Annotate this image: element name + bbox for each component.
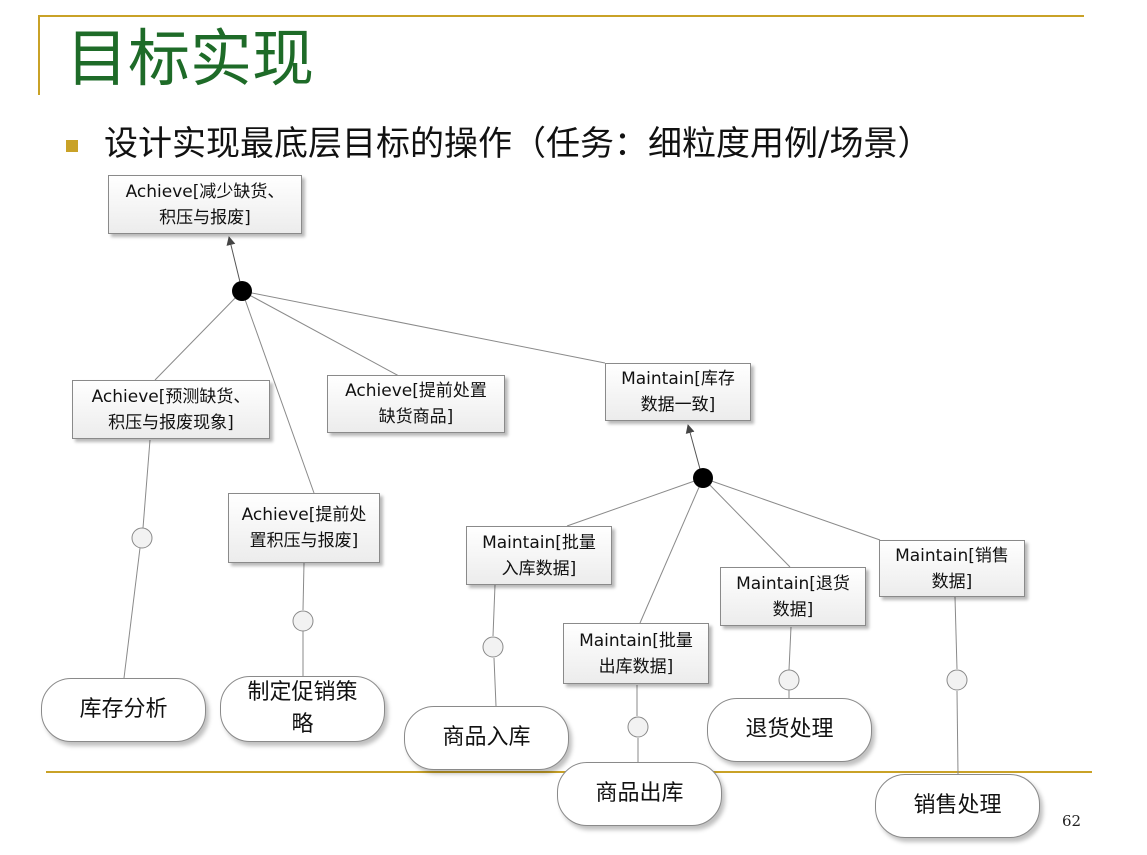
task-label: 销售处理 <box>913 793 1002 818</box>
goal-batch-out: Maintain[批量 出库数据] <box>563 623 709 684</box>
operation-node-sales <box>946 669 968 691</box>
link-and1-backlog <box>241 290 315 494</box>
goal-line: 入库数据] <box>501 558 577 579</box>
link-and2-returns <box>702 477 791 568</box>
operation-node-analysis <box>131 527 153 549</box>
goal-line: Achieve[提前处 <box>241 505 367 525</box>
task-label: 制定促销策 <box>247 680 358 705</box>
and-node-maintain <box>693 468 713 488</box>
goal-line: Maintain[库存 <box>621 369 735 389</box>
slide-title: 目标实现 <box>66 22 315 95</box>
goal-line: 出库数据] <box>598 656 674 677</box>
link-and1-predict <box>154 290 243 381</box>
task-label: 退货处理 <box>745 717 834 742</box>
bullet-square-icon <box>66 140 78 152</box>
goal-line: Achieve[减少缺货、 <box>125 181 285 202</box>
top-rule <box>38 15 1084 17</box>
goal-maintain-inventory: Maintain[库存 数据一致] <box>605 363 751 421</box>
bullet-text: 设计实现最底层目标的操作（任务：细粒度用例/场景） <box>104 124 932 164</box>
goal-line: 积压与报废] <box>159 207 251 228</box>
goal-line: Achieve[预测缺货、 <box>91 386 251 407</box>
link-and2-sales <box>702 477 881 541</box>
goal-line: Maintain[退货 <box>736 573 850 594</box>
goal-reduce-shortage: Achieve[减少缺货、 积压与报废] <box>108 175 302 234</box>
link-and1-shortage <box>241 290 411 383</box>
link-backlog-op <box>302 562 305 611</box>
task-label: 商品出库 <box>595 781 684 806</box>
goal-sales: Maintain[销售 数据] <box>879 540 1025 597</box>
goal-line: 缺货商品] <box>378 407 454 427</box>
goal-line: 数据] <box>931 571 973 592</box>
goal-handle-backlog: Achieve[提前处 置积压与报废] <box>228 493 380 563</box>
link-returns-op <box>788 626 792 671</box>
link-and2-batchin <box>566 477 704 527</box>
goal-returns: Maintain[退货 数据] <box>720 567 866 626</box>
operation-node-stockout <box>627 716 649 738</box>
task-returns-processing: 退货处理 <box>707 698 872 762</box>
goal-predict: Achieve[预测缺货、 积压与报废现象] <box>72 380 270 439</box>
link-and1-root <box>226 236 241 283</box>
goal-batch-in: Maintain[批量 入库数据] <box>466 526 612 585</box>
link-and1-maintain <box>241 290 606 364</box>
operation-node-promotion <box>292 610 314 632</box>
link-and2-maintain <box>685 424 701 470</box>
operation-node-returns <box>778 669 800 691</box>
link-op-analysis <box>123 547 141 679</box>
task-label: 库存分析 <box>79 697 168 722</box>
goal-line: 数据] <box>772 599 814 620</box>
task-stock-out: 商品出库 <box>557 762 722 826</box>
link-predict-op <box>142 439 151 529</box>
task-promotion-strategy: 制定促销策 略 <box>220 676 385 742</box>
link-batchin-op <box>492 584 496 637</box>
goal-line: Maintain[批量 <box>579 630 693 651</box>
and-node-root <box>232 281 252 301</box>
operation-node-stockin <box>482 636 504 658</box>
task-inventory-analysis: 库存分析 <box>41 678 206 742</box>
task-label: 商品入库 <box>442 725 531 750</box>
goal-line: Maintain[销售 <box>895 545 1009 566</box>
goal-line: 积压与报废现象] <box>108 412 234 433</box>
page-number: 62 <box>1062 812 1082 830</box>
link-sales-op <box>954 596 958 670</box>
task-label: 略 <box>291 712 314 737</box>
link-and2-batchout <box>639 477 704 624</box>
task-stock-in: 商品入库 <box>404 706 569 770</box>
goal-line: Achieve[提前处置 <box>345 381 487 401</box>
goal-line: 数据一致] <box>640 395 716 415</box>
goal-line: 置积压与报废] <box>249 531 359 551</box>
link-op-stockin <box>493 657 497 707</box>
link-op-salesproc <box>956 690 959 775</box>
left-rule <box>38 15 40 95</box>
task-sales-processing: 销售处理 <box>875 774 1040 838</box>
goal-handle-shortage: Achieve[提前处置 缺货商品] <box>327 375 505 433</box>
goal-line: Maintain[批量 <box>482 532 596 553</box>
